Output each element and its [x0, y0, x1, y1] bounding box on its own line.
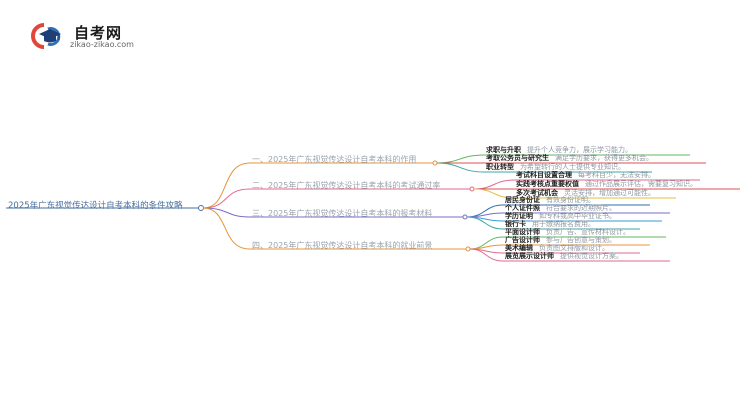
branch-connector-1 — [202, 162, 251, 209]
branch-2-label: 二、2025年广东视觉传达设计自考本科的考试通过率 — [252, 181, 441, 190]
leaf-connector-1-1 — [436, 154, 485, 164]
brand-logo: 自考网 zikao-zikao.com — [30, 20, 170, 52]
leaf-2-2: 实践考核点重要权值通过作品展示评估，需要复习知识。 — [516, 180, 697, 188]
branch-connector-2 — [202, 188, 251, 209]
branch-3-label: 三、2025年广东视觉传达设计自考本科的报考材料 — [252, 209, 433, 218]
branch-node-1 — [432, 160, 438, 166]
leaf-3-2: 个人证件照符合要求的近期照片。 — [505, 204, 616, 212]
leaf-1-1: 求职与升职提升个人竞争力，展示学习能力。 — [486, 146, 632, 154]
leaf-connector-3-4 — [466, 216, 504, 230]
brand-url: zikao-zikao.com — [70, 40, 134, 49]
leaf-connector-3-2 — [466, 212, 504, 218]
leaf-connector-2-1 — [473, 179, 515, 190]
leaf-2-3: 多次考试机会灵活安排，增加通过可能性。 — [516, 189, 655, 197]
leaf-4-1: 平面设计师负责广告、宣传材料设计。 — [505, 228, 630, 236]
leaf-3-3: 学历证明如专科或高中毕业证书。 — [505, 212, 616, 220]
branch-node-3 — [462, 214, 468, 220]
branch-1-label: 一、2025年广东视觉传达设计自考本科的作用 — [252, 155, 417, 164]
leaf-4-3: 美术编辑负责图文排版和设计。 — [505, 244, 609, 252]
leaf-connector-2-3 — [473, 188, 515, 199]
branch-node-4 — [465, 246, 471, 252]
brand-title: 自考网 — [74, 24, 123, 42]
branch-node-2 — [469, 186, 475, 192]
leaf-connector-4-2 — [469, 244, 504, 250]
leaf-connector-4-4 — [469, 248, 504, 262]
leaf-3-1: 居民身份证有效身份证明。 — [505, 196, 595, 204]
leaf-connector-1-3 — [436, 162, 485, 173]
root-topic: 2025年广东视觉传达设计自考本科的条件攻略 — [8, 201, 183, 211]
graduation-cap-logo-icon — [31, 23, 61, 49]
leaf-3-4: 银行卡用于缴纳报名费用。 — [505, 220, 595, 228]
root-node — [198, 205, 204, 211]
branch-4-label: 四、2025年广东视觉传达设计自考本科的就业前景 — [252, 241, 433, 250]
leaf-4-4: 展览展示设计师提供视觉设计方案。 — [505, 252, 623, 260]
branch-connector-3 — [202, 207, 251, 218]
leaf-1-2: 考取公务员与研究生满足学历要求，获得更多机会。 — [486, 154, 653, 162]
leaf-1-3: 职业转型为希望转行的人士提供专业知识。 — [486, 163, 625, 171]
leaf-4-2: 广告设计师参与广告创意与策划。 — [505, 236, 616, 244]
leaf-2-1: 考试科目设置合理每考科目少，无法安排。 — [516, 171, 655, 179]
branch-connector-4 — [202, 207, 251, 250]
